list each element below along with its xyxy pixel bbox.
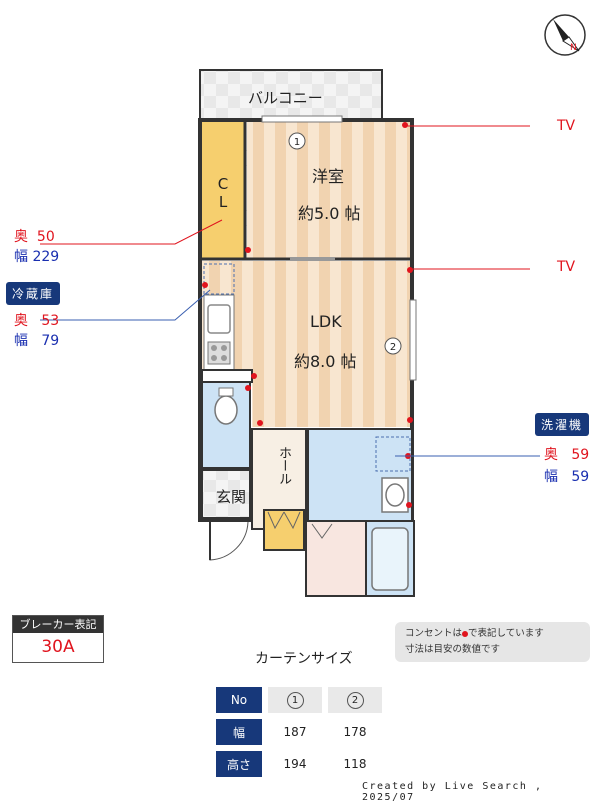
fridge-width: 幅 79 (14, 333, 60, 349)
western-room (247, 122, 410, 258)
ldk-name: LDK (310, 312, 342, 331)
svg-text:2: 2 (390, 342, 396, 353)
curtain-row-label: 幅 (216, 719, 262, 745)
curtain-cell: 118 (343, 757, 367, 771)
curtain-cell: 178 (343, 725, 367, 739)
fridge-tag: 冷蔵庫 (6, 282, 61, 305)
compass-icon: N (544, 14, 586, 56)
closet-label: CL (217, 175, 229, 211)
breaker-value: 30A (41, 637, 75, 657)
entrance (201, 469, 251, 519)
window-marker-1: 1 (288, 132, 306, 150)
washer-tag: 洗濯機 (535, 413, 590, 436)
balcony-label: バルコニー (248, 89, 323, 107)
note-box: コンセントはで表記しています 寸法は目安の数値です (395, 622, 590, 662)
tv-label: TV (557, 118, 576, 134)
hall-label: ホール (276, 446, 291, 485)
ldk (202, 261, 410, 371)
curtain-col: 1 (268, 687, 322, 713)
breaker-title: ブレーカー表記 (13, 616, 103, 633)
curtain-col: 2 (328, 687, 382, 713)
svg-text:N: N (570, 43, 577, 53)
curtain-cell: 194 (283, 757, 307, 771)
curtain-row-label: 高さ (216, 751, 262, 777)
washer-depth: 奥 59 (544, 447, 590, 463)
washer-width: 幅 59 (544, 469, 590, 485)
curtain-header-no: No (216, 687, 262, 713)
outlet-icon (462, 630, 469, 637)
closet (202, 122, 245, 258)
ldk-size: 約8.0 帖 (294, 352, 357, 371)
entrance-label: 玄関 (216, 488, 247, 506)
window-marker-2: 2 (384, 337, 402, 355)
closet-width: 幅 229 (14, 249, 60, 265)
tv-label: TV (557, 259, 576, 275)
curtain-title: カーテンサイズ (255, 651, 353, 667)
western-room-size: 約5.0 帖 (298, 204, 361, 223)
breaker-box: ブレーカー表記 30A (12, 615, 104, 663)
credit: Created by Live Search , 2025/07 (362, 781, 543, 803)
curtain-table: No 1 2 幅 187 178 高さ 194 118 (210, 681, 388, 783)
curtain-cell: 187 (283, 725, 307, 739)
closet-depth: 奥 50 (14, 229, 55, 245)
western-room-name: 洋室 (312, 167, 345, 186)
svg-text:1: 1 (294, 137, 300, 148)
fridge-depth: 奥 53 (14, 313, 60, 329)
